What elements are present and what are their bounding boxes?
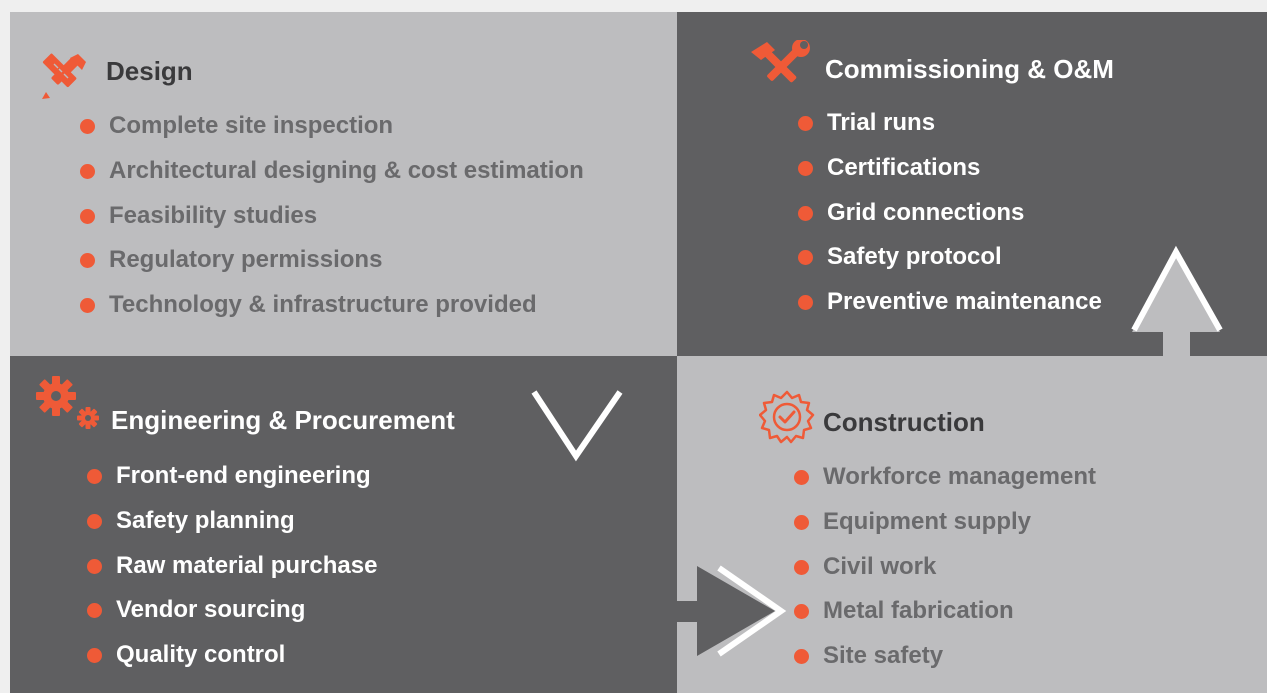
arrow-up-icon [1131,245,1223,356]
list-item: Technology & infrastructure provided [80,283,584,328]
gears-icon [36,376,99,429]
list-item: Equipment supply [794,500,1096,545]
bullet-dot [798,205,813,221]
arrow-down-icon [531,356,623,462]
bullet-dot [87,603,102,619]
pencil-ruler-icon [42,53,86,99]
bullet-dot [80,163,95,179]
list-item: Architectural designing & cost estimatio… [80,149,584,194]
bullet-dot [798,160,813,176]
construction-panel: Construction Workforce management Equipm… [677,356,1267,693]
engineering-list: Front-end engineering Safety planning Ra… [87,454,377,678]
commissioning-list: Trial runs Certifications Grid connectio… [798,101,1102,325]
bullet-dot [87,558,102,574]
bullet-dot [80,253,95,269]
construction-list: Workforce management Equipment supply Ci… [794,455,1096,679]
list-item: Workforce management [794,455,1096,500]
construction-title: Construction [823,407,985,437]
list-item: Feasibility studies [80,194,584,239]
badge-check-icon [759,390,815,444]
bullet-dot [87,513,102,529]
list-item: Safety planning [87,499,377,544]
list-item: Regulatory permissions [80,238,584,283]
list-item: Quality control [87,633,377,678]
list-item: Certifications [798,146,1102,191]
hammer-wrench-icon [751,40,810,83]
design-title: Design [106,56,193,86]
list-item: Trial runs [798,101,1102,146]
list-item: Site safety [794,634,1096,679]
engineering-panel: Engineering & Procurement Front-end engi… [10,356,677,693]
list-item: Vendor sourcing [87,588,377,633]
list-item: Complete site inspection [80,104,584,149]
design-panel: Design Complete site inspection Architec… [10,12,677,356]
bullet-dot [794,604,809,620]
bullet-dot [798,116,813,131]
list-item: Grid connections [798,191,1102,236]
engineering-title: Engineering & Procurement [111,405,455,435]
commissioning-title: Commissioning & O&M [825,54,1114,84]
list-item: Preventive maintenance [798,280,1102,325]
list-item: Civil work [794,545,1096,590]
list-item: Metal fabrication [794,589,1096,634]
bullet-dot [798,295,813,311]
bullet-dot [87,648,102,664]
bullet-dot [80,119,95,134]
bullet-dot [80,208,95,224]
list-item: Front-end engineering [87,454,377,499]
bullet-dot [794,470,809,485]
design-list: Complete site inspection Architectural d… [80,104,584,328]
bullet-dot [798,250,813,266]
bullet-dot [794,649,809,665]
bullet-dot [794,514,809,530]
bullet-dot [794,559,809,575]
bullet-dot [87,469,102,484]
arrow-right-icon [677,565,787,657]
list-item: Safety protocol [798,235,1102,280]
list-item: Raw material purchase [87,544,377,589]
bullet-dot [80,298,95,314]
